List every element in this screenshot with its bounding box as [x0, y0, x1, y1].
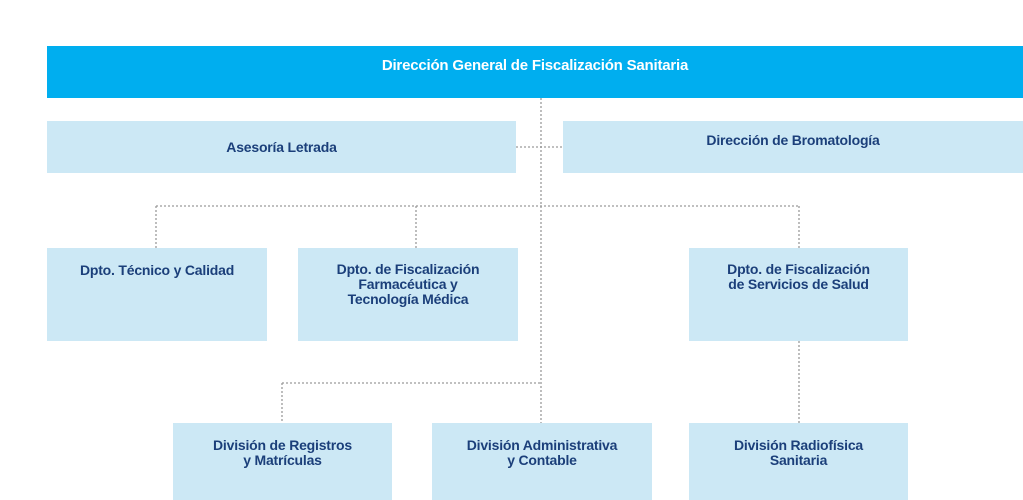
node-division-radiofisica: División Radiofísica Sanitaria [689, 423, 908, 500]
node-dpto-farmaceutica-label: Dpto. de Fiscalización Farmacéutica y Te… [336, 261, 480, 307]
node-dpto-farmaceutica: Dpto. de Fiscalización Farmacéutica y Te… [298, 248, 518, 341]
node-dpto-servicios-salud: Dpto. de Fiscalización de Servicios de S… [689, 248, 908, 341]
node-division-registros-label: División de Registros y Matrículas [213, 437, 352, 468]
node-division-administrativa-label: División Administrativa y Contable [466, 437, 618, 468]
node-division-radiofisica-label: División Radiofísica Sanitaria [733, 437, 864, 468]
node-division-registros: División de Registros y Matrículas [173, 423, 392, 500]
node-direccion-general-label: Dirección General de Fiscalización Sanit… [381, 57, 689, 74]
node-direccion-bromatologia: Dirección de Bromatología [563, 121, 1023, 173]
node-asesoria-letrada: Asesoría Letrada [47, 121, 516, 173]
node-dpto-tecnico: Dpto. Técnico y Calidad [47, 248, 267, 341]
node-direccion-general: Dirección General de Fiscalización Sanit… [47, 46, 1023, 98]
node-asesoria-letrada-label: Asesoría Letrada [226, 138, 337, 155]
node-dpto-servicios-salud-label: Dpto. de Fiscalización de Servicios de S… [727, 261, 870, 292]
node-division-administrativa: División Administrativa y Contable [432, 423, 652, 500]
node-dpto-tecnico-label: Dpto. Técnico y Calidad [79, 262, 235, 278]
node-direccion-bromatologia-label: Dirección de Bromatología [706, 132, 880, 148]
